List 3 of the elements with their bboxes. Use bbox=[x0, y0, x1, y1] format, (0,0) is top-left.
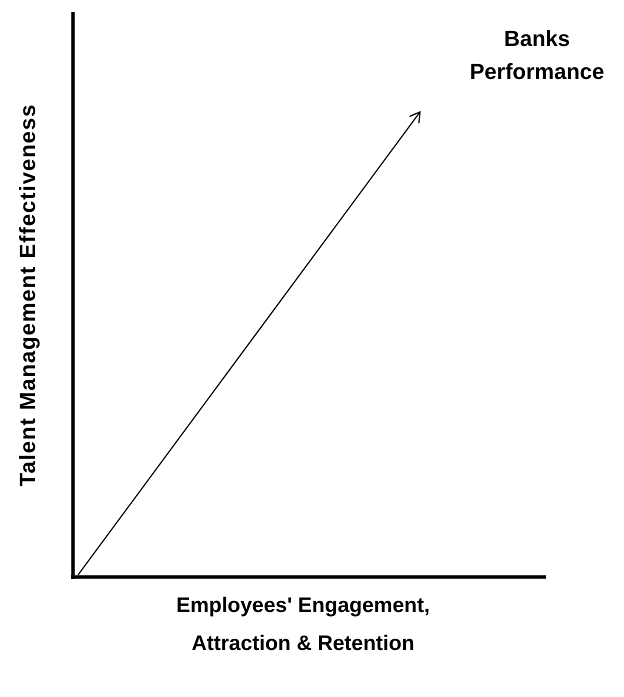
axis-label: Talent Management Effectiveness bbox=[15, 102, 41, 488]
chart-label: Banks Performance bbox=[468, 25, 606, 86]
axis-label: Employees' Engagement, Attraction & Retention bbox=[175, 593, 431, 657]
